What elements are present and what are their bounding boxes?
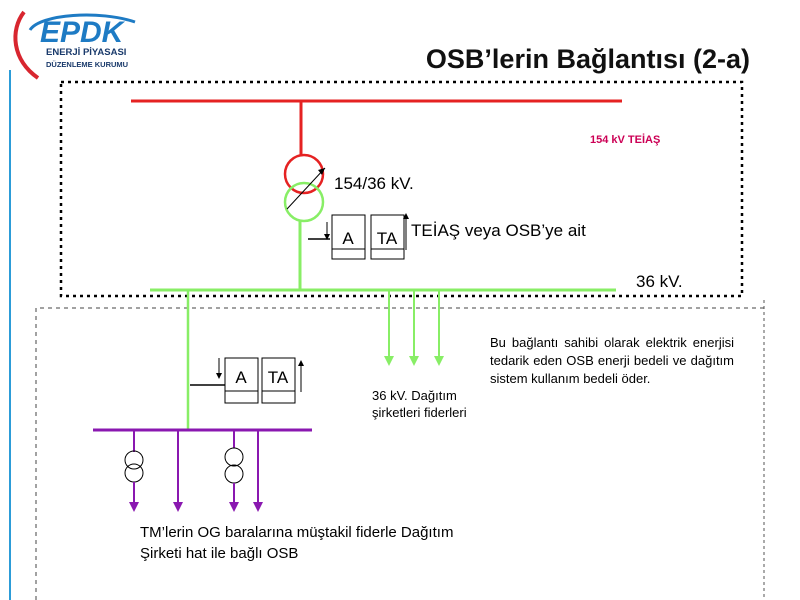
upper-ta-box xyxy=(370,214,405,260)
lower-meter-arrowhead xyxy=(216,373,222,379)
osb-boundary-box xyxy=(35,307,764,600)
lower-ammeter-box xyxy=(224,357,259,404)
distribution-feeder-2-arrow xyxy=(409,356,419,366)
logo-arc xyxy=(28,13,136,31)
osb-feeder-1-transformer-top xyxy=(124,450,144,470)
teias-154kv-label: 154 kV TEİAŞ xyxy=(590,134,661,146)
transformer-mv-winding xyxy=(283,181,325,223)
billing-note: Bu bağlantı sahibi olarak elektrik enerj… xyxy=(490,335,734,386)
transformer-adjust-arrowhead xyxy=(318,168,325,175)
distribution-feeders xyxy=(384,290,444,366)
osb-feeder-3-arrow xyxy=(229,502,239,512)
lower-ta-label: TA xyxy=(267,368,289,387)
upper-ta-label: TA xyxy=(376,229,398,248)
lower-ta-arrowhead xyxy=(298,360,304,366)
osb-feeder-3-transformer-top xyxy=(224,447,244,467)
ownership-label: TEİAŞ veya OSB’ye ait xyxy=(411,221,586,240)
logo-swoosh xyxy=(13,10,40,80)
distribution-feeder-1-arrow xyxy=(384,356,394,366)
logo-brand: EPDK xyxy=(40,16,126,49)
osb-feeders xyxy=(124,430,263,512)
logo-line1: ENERJİ PİYASASI xyxy=(46,47,126,58)
osb-feeder-2-arrow xyxy=(173,502,183,512)
lower-ammeter-label: A xyxy=(235,368,247,387)
transformer-hv-winding xyxy=(283,153,325,195)
transformer-adjust-arrow xyxy=(286,167,326,210)
upper-ammeter-box xyxy=(331,214,366,260)
osb-feeder-3-transformer-bottom xyxy=(224,464,244,484)
transformer-ratio-label: 154/36 kV. xyxy=(334,174,414,193)
upper-ammeter-label: A xyxy=(342,229,354,248)
distribution-feeder-3-arrow xyxy=(434,356,444,366)
upper-ta-arrowhead xyxy=(403,213,409,219)
upper-meter-arrowhead xyxy=(324,234,330,240)
osb-feeder-1-arrow xyxy=(129,502,139,512)
teias-boundary-box xyxy=(59,80,744,298)
slide-title: OSB’lerin Bağlantısı (2-a) xyxy=(425,44,750,74)
osb-feeder-1-transformer-bottom xyxy=(124,463,144,483)
osb-feeder-4-arrow xyxy=(253,502,263,512)
epdk-logo: EPDK ENERJİ PİYASASI DÜZENLEME KURUMU xyxy=(13,10,136,80)
distribution-feeders-label: 36 kV. Dağıtım şirketleri fiderleri xyxy=(372,388,467,420)
bus-36kv-label: 36 kV. xyxy=(636,272,683,291)
osb-connection-caption: TM’lerin OG baralarına müştakil fiderle … xyxy=(140,524,454,562)
logo-line2: DÜZENLEME KURUMU xyxy=(46,60,128,69)
lower-ta-box xyxy=(261,357,296,404)
